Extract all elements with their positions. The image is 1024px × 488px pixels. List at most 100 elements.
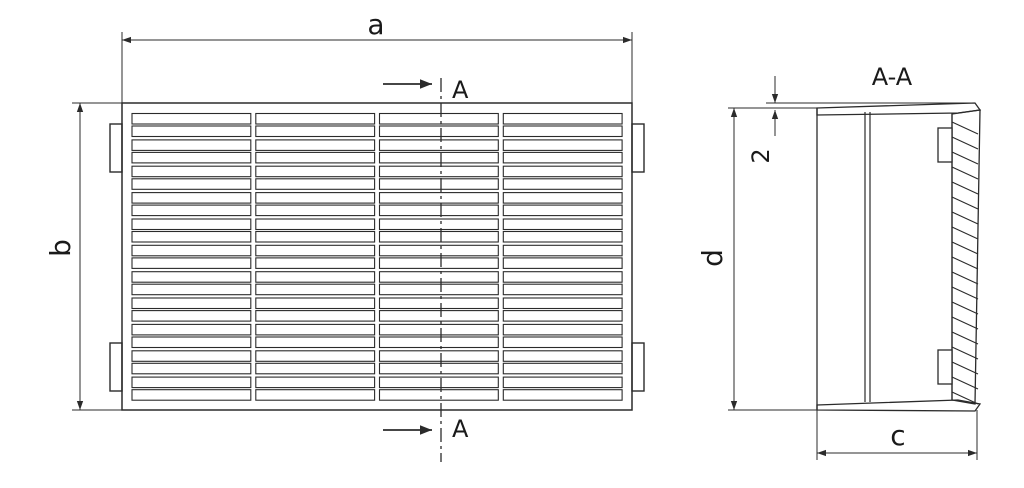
grate-slot xyxy=(378,218,499,231)
grate-slot xyxy=(502,283,623,296)
grate-slot xyxy=(502,297,623,310)
dim-label-c: c xyxy=(890,419,905,452)
hatch-line xyxy=(951,181,979,195)
grate-slot xyxy=(255,139,376,151)
grate-slot xyxy=(255,230,376,243)
hatch-line xyxy=(951,301,979,315)
grate-slot xyxy=(255,257,376,269)
grate-slot xyxy=(502,323,623,336)
hatch-line xyxy=(951,196,979,210)
grate-slot xyxy=(378,244,499,257)
grate-slot xyxy=(378,125,499,138)
grate-slot xyxy=(255,204,376,217)
grate-slot xyxy=(255,362,376,375)
grate-slot xyxy=(502,310,623,322)
grate-slot xyxy=(378,310,499,322)
grate-slot xyxy=(378,257,499,269)
grate-slots xyxy=(131,112,623,401)
grate-slot xyxy=(378,283,499,296)
grate-slot xyxy=(131,376,252,389)
hatch-line xyxy=(951,271,979,285)
grate-slot xyxy=(378,204,499,217)
hatched-wall xyxy=(951,109,981,405)
grate-slot xyxy=(502,218,623,231)
grate-slot xyxy=(255,336,376,349)
grate-slot xyxy=(502,271,623,283)
grate-slot xyxy=(378,271,499,283)
grate-slot xyxy=(131,204,252,217)
grate-slot xyxy=(255,350,376,362)
grate-slot xyxy=(131,283,252,296)
grate-slot xyxy=(131,125,252,138)
grate-slot xyxy=(255,151,376,164)
hatch-line xyxy=(951,166,979,180)
grate-slot xyxy=(378,139,499,151)
grate-slot xyxy=(502,376,623,389)
grate-slot xyxy=(255,376,376,389)
grate-slot xyxy=(131,336,252,349)
grate-slot xyxy=(502,204,623,217)
grate-slot xyxy=(502,230,623,243)
right-bottom-lug xyxy=(631,342,645,392)
front-view: A A a b xyxy=(44,8,645,462)
grate-slot xyxy=(131,151,252,164)
left-top-lug xyxy=(109,123,123,173)
grate-slot xyxy=(131,389,252,401)
grate-slot xyxy=(131,112,252,125)
grate-slot xyxy=(131,218,252,231)
grate-slot xyxy=(131,271,252,283)
grate-slot xyxy=(255,112,376,125)
hatch-line xyxy=(951,361,979,375)
grate-slot xyxy=(378,192,499,204)
grate-slot xyxy=(255,271,376,283)
hatch-line xyxy=(951,256,979,270)
grate-slot xyxy=(502,336,623,349)
grate-slot xyxy=(255,297,376,310)
dim-label-a: a xyxy=(367,8,384,41)
grate-slot xyxy=(131,165,252,178)
grate-slot xyxy=(255,310,376,322)
hatch-line xyxy=(951,376,979,390)
grate-slot xyxy=(255,165,376,178)
grate-slot xyxy=(131,362,252,375)
grate-slot xyxy=(502,165,623,178)
grate-slot xyxy=(378,389,499,401)
hatch-line xyxy=(951,136,979,150)
hatch-line xyxy=(951,331,979,345)
hatch-line xyxy=(951,151,979,165)
grate-slot xyxy=(378,376,499,389)
dim-label-2: 2 xyxy=(747,148,775,163)
grate-slot xyxy=(131,230,252,243)
hatch-line xyxy=(951,346,979,360)
grate-slot xyxy=(255,283,376,296)
grate-slot xyxy=(131,192,252,204)
section-mark-bottom: A xyxy=(452,415,469,443)
section-top-lug xyxy=(937,127,953,163)
left-bottom-lug xyxy=(109,342,123,392)
right-top-lug xyxy=(631,123,645,173)
grate-slot xyxy=(255,244,376,257)
grate-slot xyxy=(255,389,376,401)
grate-slot xyxy=(502,389,623,401)
grate-slot xyxy=(502,112,623,125)
hatch-line xyxy=(951,211,979,225)
grate-slot xyxy=(502,139,623,151)
bottom-flange xyxy=(816,399,982,412)
grate-slot xyxy=(131,257,252,269)
grate-slot xyxy=(502,192,623,204)
hatch-line xyxy=(951,286,979,300)
grate-slot xyxy=(502,125,623,138)
grate-slot xyxy=(378,112,499,125)
grate-slot xyxy=(378,362,499,375)
grate-slot xyxy=(378,336,499,349)
wall-hatching xyxy=(951,121,979,405)
dim-label-d: d xyxy=(696,249,729,267)
grate-slot xyxy=(378,165,499,178)
grate-slot xyxy=(502,350,623,362)
hatch-line xyxy=(951,121,979,135)
grate-slot xyxy=(255,218,376,231)
grate-slot xyxy=(131,310,252,322)
grate-slot xyxy=(255,192,376,204)
hatch-line xyxy=(951,316,979,330)
grate-slot xyxy=(131,297,252,310)
